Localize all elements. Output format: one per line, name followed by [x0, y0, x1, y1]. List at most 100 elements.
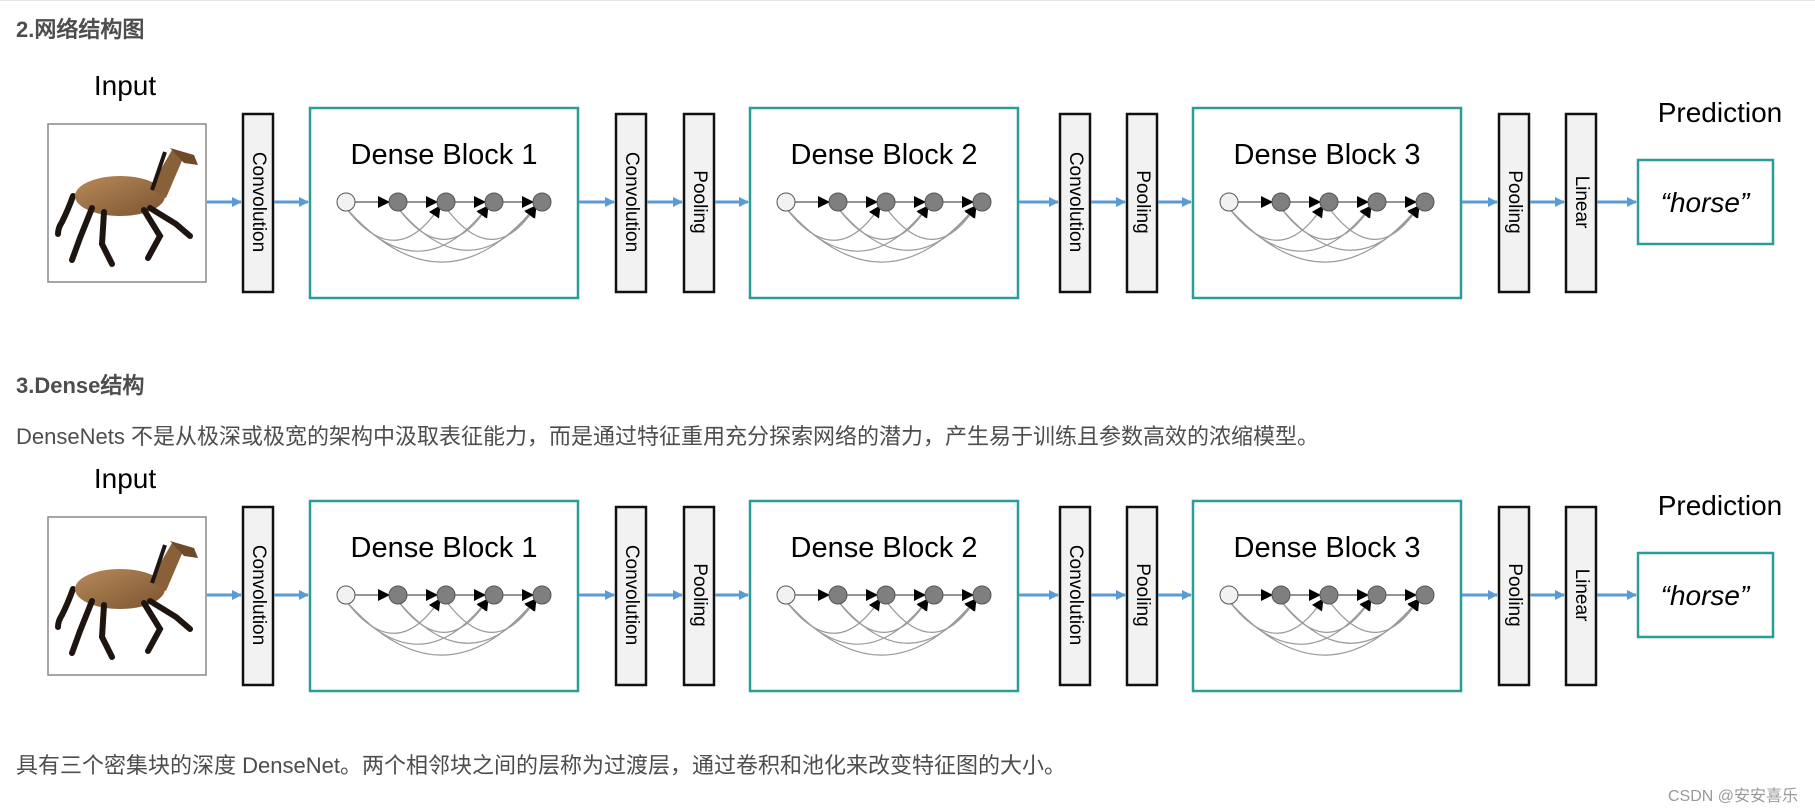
dense-input-node: [336, 585, 356, 605]
linear-layer-label: Linear: [1571, 569, 1592, 622]
dense-block-title: Dense Block 3: [1234, 139, 1421, 171]
horse-leg-front-1: [141, 207, 164, 261]
dense-skip-connection: [445, 205, 537, 240]
input-label: Input: [94, 70, 156, 101]
convolution-layer-box: [1058, 112, 1092, 294]
prediction-label: Prediction: [1658, 97, 1783, 128]
dense-layer-node: [1415, 585, 1435, 605]
dense-block-title: Dense Block 3: [1234, 532, 1421, 564]
convolution-layer-label: Convolution: [1065, 152, 1086, 252]
horse-tail: [55, 193, 76, 237]
prediction-label: Prediction: [1658, 490, 1783, 521]
dense-layer-node: [924, 585, 944, 605]
prediction-box: [1636, 158, 1775, 246]
dense-skip-connection: [885, 598, 977, 633]
dense-input-node: [1219, 192, 1239, 212]
input-horse-image: [47, 123, 207, 283]
convolution-layer-box: [241, 505, 275, 687]
horse-leg-front-1: [141, 600, 164, 654]
horse-icon: [55, 541, 198, 660]
horse-leg-back-2: [98, 209, 115, 267]
pooling-layer-box: [1497, 112, 1531, 294]
dense-block-1: Dense Block 1: [308, 499, 580, 693]
dense-layer-node: [436, 192, 456, 212]
pooling-layer-label: Pooling: [1504, 563, 1525, 626]
linear-layer-box: [1564, 505, 1598, 687]
dense-layer-node: [388, 192, 408, 212]
dense-input-node: [1219, 585, 1239, 605]
dense-skip-connection: [885, 205, 977, 240]
dense-layer-node: [1367, 585, 1387, 605]
convolution-layer-label: Convolution: [621, 545, 642, 645]
pooling-layer-box: [682, 505, 716, 687]
horse-leg-back-1: [69, 205, 95, 263]
dense-layer-node: [876, 192, 896, 212]
dense-layer-node: [1271, 585, 1291, 605]
dense-layer-node: [1415, 192, 1435, 212]
convolution-layer-label: Convolution: [1065, 545, 1086, 645]
dense-input-node: [776, 192, 796, 212]
dense-block-title: Dense Block 2: [791, 139, 978, 171]
convolution-layer: Convolution: [1058, 505, 1092, 687]
dense-layer-node: [1319, 585, 1339, 605]
pooling-layer-box: [1497, 505, 1531, 687]
convolution-layer-box: [614, 112, 648, 294]
dense-block-3: Dense Block 3: [1191, 106, 1463, 300]
convolution-layer-box: [241, 112, 275, 294]
dense-layer-node: [388, 585, 408, 605]
dense-input-node: [336, 192, 356, 212]
horse-leg-back-1: [69, 598, 95, 656]
linear-layer-label: Linear: [1571, 176, 1592, 229]
dense-skip-connection: [1328, 205, 1420, 240]
dense-skip-connection: [785, 598, 977, 656]
dense-skip-connection: [345, 205, 537, 263]
prediction-box: [1636, 551, 1775, 639]
dense-skip-connection: [445, 598, 537, 633]
prediction-value: “horse”: [1661, 580, 1751, 611]
dense-skip-connection: [1228, 205, 1420, 263]
convolution-layer-box: [614, 505, 648, 687]
dense-intro-paragraph: DenseNets 不是从极深或极宽的架构中汲取表征能力，而是通过特征重用充分探…: [16, 424, 1319, 449]
convolution-layer-label: Convolution: [248, 545, 269, 645]
pooling-layer-label: Pooling: [689, 170, 710, 233]
horse-body: [75, 569, 165, 609]
dense-skip-connection: [785, 205, 977, 263]
dense-layer-node: [972, 585, 992, 605]
pooling-layer: Pooling: [1497, 505, 1531, 687]
dense-layer-node: [876, 585, 896, 605]
dense-caption-paragraph: 具有三个密集块的深度 DenseNet。两个相邻块之间的层称为过渡层，通过卷积和…: [16, 753, 1066, 778]
dense-layer-node: [1271, 192, 1291, 212]
dense-layer-node: [436, 585, 456, 605]
horse-head: [170, 148, 198, 165]
pooling-layer: Pooling: [682, 112, 716, 294]
top-divider: [0, 0, 1815, 1]
prediction-value: “horse”: [1661, 187, 1751, 218]
input-horse-image: [47, 516, 207, 676]
convolution-layer-label: Convolution: [248, 152, 269, 252]
dense-block-2: Dense Block 2: [748, 106, 1020, 300]
pooling-layer-box: [1125, 505, 1159, 687]
dense-block-title: Dense Block 2: [791, 532, 978, 564]
dense-block-2: Dense Block 2: [748, 499, 1020, 693]
convolution-layer: Convolution: [241, 505, 275, 687]
convolution-layer: Convolution: [1058, 112, 1092, 294]
pooling-layer-label: Pooling: [689, 563, 710, 626]
dense-skip-connection: [1228, 598, 1420, 656]
horse-mane: [150, 151, 167, 191]
dense-layer-node: [828, 585, 848, 605]
pooling-layer-label: Pooling: [1504, 170, 1525, 233]
pooling-layer-box: [1125, 112, 1159, 294]
dense-input-node: [776, 585, 796, 605]
input-label: Input: [94, 463, 156, 494]
csdn-watermark: CSDN @安安喜乐: [1667, 788, 1798, 805]
dense-skip-connection: [345, 598, 537, 656]
dense-layer-node: [532, 585, 552, 605]
convolution-layer: Convolution: [614, 505, 648, 687]
linear-layer: Linear: [1564, 505, 1598, 687]
linear-layer: Linear: [1564, 112, 1598, 294]
dense-skip-connection: [1328, 598, 1420, 633]
horse-leg-back-2: [98, 602, 115, 660]
